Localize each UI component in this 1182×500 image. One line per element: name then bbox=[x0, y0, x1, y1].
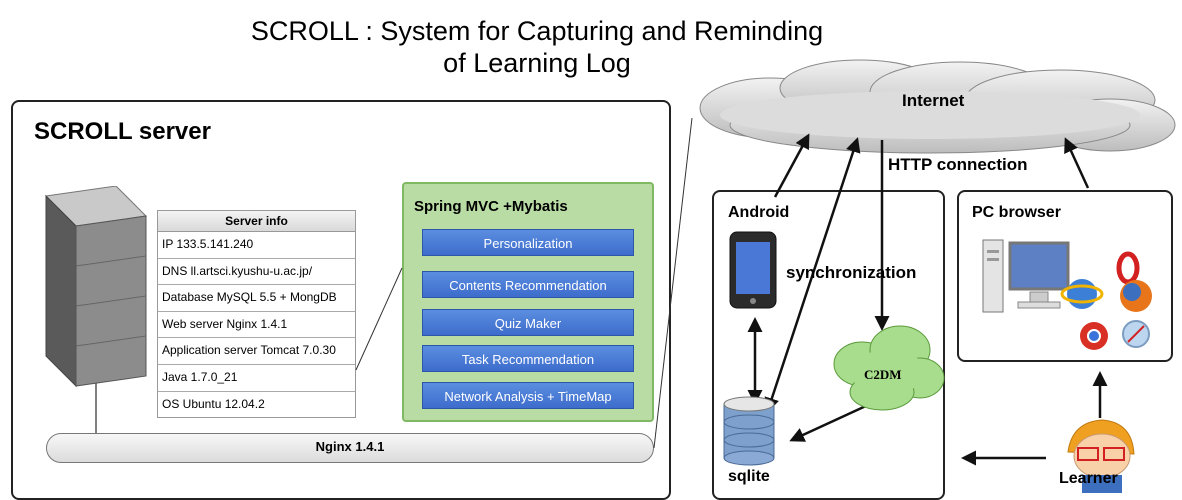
sqlite-label: sqlite bbox=[728, 468, 770, 485]
c2dm-label: C2DM bbox=[864, 367, 902, 382]
pc-to-internet-arrow bbox=[1064, 137, 1090, 189]
module-network-analysis: Network Analysis + TimeMap bbox=[422, 382, 634, 409]
server-info-row: IP 133.5.141.240 bbox=[158, 232, 355, 259]
internet-explorer-icon bbox=[1067, 279, 1097, 309]
desktop-computer-icon bbox=[982, 239, 1070, 313]
server-info-row: Java 1.7.0_21 bbox=[158, 365, 355, 392]
server-info-header: Server info bbox=[158, 211, 355, 232]
server-info-row: OS Ubuntu 12.04.2 bbox=[162, 396, 265, 411]
server-title: SCROLL server bbox=[34, 118, 211, 145]
sqlite-internet-arrow bbox=[764, 137, 861, 413]
smartphone-icon bbox=[729, 231, 777, 309]
diagram-title-line1: SCROLL : System for Capturing and Remind… bbox=[250, 16, 824, 46]
c2dm-to-sqlite-arrow bbox=[789, 403, 869, 442]
framework-title: Spring MVC +Mybatis bbox=[414, 198, 568, 215]
module-quiz-maker: Quiz Maker bbox=[422, 309, 634, 336]
server-info-row: Web server Nginx 1.4.1 bbox=[158, 312, 355, 339]
module-task-recommendation: Task Recommendation bbox=[422, 345, 634, 372]
learner-icon bbox=[1067, 419, 1135, 493]
browser-icons bbox=[1060, 251, 1152, 350]
nginx-pipe bbox=[46, 433, 654, 463]
synchronization-label: synchronization bbox=[786, 263, 917, 282]
database-icon bbox=[723, 396, 775, 466]
module-personalization: Personalization bbox=[422, 229, 634, 256]
diagram-title-line2: of Learning Log bbox=[443, 48, 631, 78]
server-info-row: Application server Tomcat 7.0.30 bbox=[158, 338, 355, 365]
server-info-row: DNS ll.artsci.kyushu-u.ac.jp/ bbox=[158, 259, 355, 286]
internet-label: Internet bbox=[902, 91, 965, 110]
nginx-label: Nginx 1.4.1 bbox=[315, 439, 385, 454]
learner-label: Learner bbox=[1059, 470, 1118, 487]
server-tower-icon bbox=[44, 186, 148, 434]
http-connection-label: HTTP connection bbox=[888, 155, 1028, 174]
server-info-row: Database MySQL 5.5 + MongDB bbox=[158, 285, 355, 312]
opera-icon bbox=[1116, 251, 1140, 285]
connector-line bbox=[653, 117, 693, 449]
c2dm-cloud-icon bbox=[833, 325, 945, 411]
connector-line bbox=[355, 267, 403, 371]
server-info-table: Server info IP 133.5.141.240 DNS ll.arts… bbox=[157, 210, 356, 419]
pc-browser-title: PC browser bbox=[972, 204, 1061, 221]
module-contents-recommendation: Contents Recommendation bbox=[422, 271, 634, 298]
